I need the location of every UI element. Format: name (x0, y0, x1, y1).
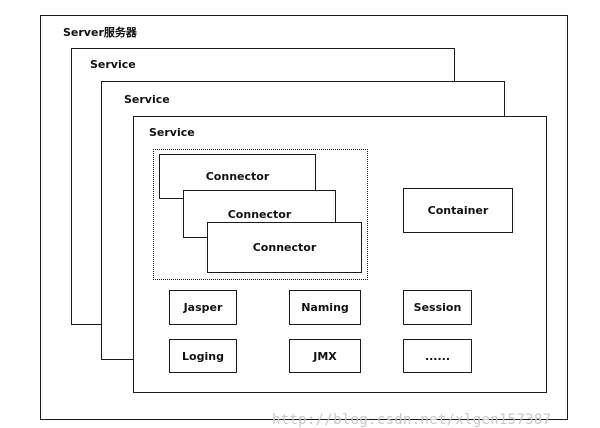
service-label-3: Service (149, 126, 195, 139)
container-box: Container (403, 188, 513, 233)
service-label-1: Service (90, 58, 136, 71)
jasper-label: Jasper (183, 301, 223, 314)
more-box: ...... (403, 339, 472, 373)
loging-box: Loging (169, 339, 237, 373)
server-label: Server服务器 (63, 26, 137, 39)
service-label-2: Service (124, 93, 170, 106)
session-label: Session (413, 301, 462, 314)
jasper-box: Jasper (169, 290, 237, 325)
naming-label: Naming (301, 301, 349, 314)
connector-label-1: Connector (205, 170, 270, 183)
connector-box-3: Connector (207, 222, 362, 273)
naming-box: Naming (289, 290, 361, 325)
session-box: Session (403, 290, 472, 325)
connector-label-3: Connector (252, 241, 317, 254)
connector-label-2: Connector (227, 207, 292, 221)
more-label: ...... (424, 349, 451, 363)
watermark-text: http://blog.csdn.net/xlgen157387 (272, 412, 552, 428)
loging-label: Loging (182, 349, 224, 363)
jmx-box: JMX (289, 339, 361, 373)
jmx-label: JMX (313, 349, 337, 363)
container-label: Container (427, 204, 489, 217)
connector-group (153, 149, 368, 280)
